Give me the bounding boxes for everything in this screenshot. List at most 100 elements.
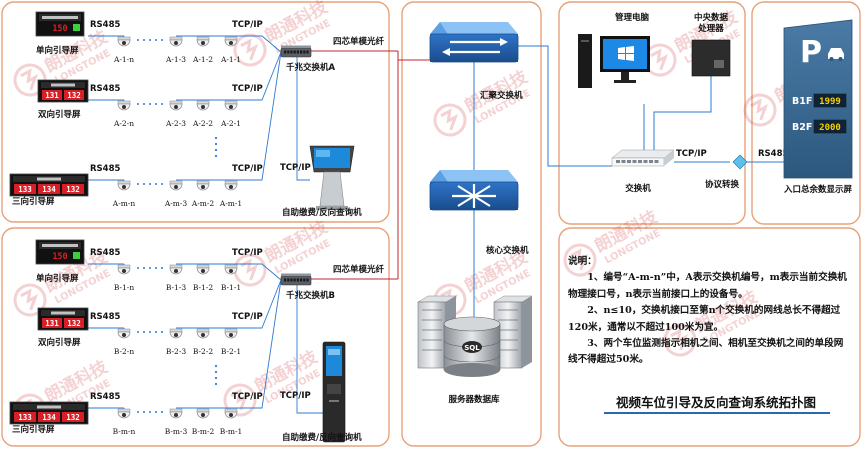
camera-label: B-1-2 [193, 283, 213, 292]
diagram-title: 视频车位引导及反向查询系统拓扑图 [615, 395, 816, 410]
notes-heading: 说明： [568, 256, 597, 267]
switch-port [284, 278, 287, 282]
watermark-mark [20, 288, 39, 311]
aggregation-switch [429, 22, 519, 63]
tcpip-link [231, 279, 282, 329]
switch-port [306, 50, 309, 54]
switch-port [293, 50, 296, 54]
core-frame [401, 1, 542, 447]
server-label: 服务器数据库 [448, 394, 500, 405]
core-switch-top [440, 170, 518, 182]
camera-lens [174, 333, 178, 337]
screen-caption [37, 405, 61, 409]
server-side [522, 296, 532, 368]
switch-port [296, 50, 299, 54]
db-bottom [444, 363, 500, 377]
dome-camera [117, 408, 131, 419]
management-frame [558, 1, 746, 225]
camera-label: B-2-2 [193, 347, 213, 356]
camera-base [196, 180, 210, 185]
camera-label: A-m-1 [219, 199, 242, 208]
screen-label: 单向引导屏 [36, 45, 79, 56]
screen-count: 132 [66, 413, 80, 422]
pc-drive [581, 40, 589, 42]
screen-caption [42, 244, 78, 247]
entrance-frame [751, 1, 861, 225]
camera-lens [201, 413, 205, 417]
camera-label: B-m-3 [165, 427, 188, 436]
windows-logo-icon [618, 46, 634, 61]
group-b-frame [1, 227, 390, 447]
watermark-mark [20, 68, 39, 91]
camera-label: B-1-1 [221, 283, 241, 292]
processor-label-2: 处理器 [697, 23, 724, 34]
kiosk-stand [319, 171, 345, 207]
camera-lens [174, 41, 178, 45]
db-sql-label: SQL [464, 344, 480, 352]
mswitch-top [611, 149, 675, 159]
core-switch-edge [430, 22, 448, 34]
rs485-label: RS485 [90, 20, 120, 30]
watermark-mark [440, 108, 459, 131]
protocol-converter [732, 154, 748, 170]
camera-label: A-m-2 [191, 199, 215, 208]
mswitch-port [643, 160, 648, 163]
chain-dot [143, 39, 145, 41]
watermark-ring [433, 103, 467, 137]
camera-base [196, 408, 210, 413]
db-badge [462, 341, 482, 353]
core-switch-label: 核心交换机 [486, 245, 529, 256]
dome-camera [117, 328, 131, 339]
dome-camera [117, 180, 131, 191]
switch-port [290, 50, 293, 54]
tcpip-link [231, 263, 282, 281]
mswitch-port [654, 160, 659, 163]
watermark-mark [670, 328, 689, 351]
camera-base [117, 100, 131, 105]
screen-digit-cell [62, 184, 84, 194]
camera-base [224, 328, 238, 333]
kiosk-link [296, 285, 323, 414]
chain-dot [161, 411, 163, 413]
screen-caption [51, 83, 75, 87]
entrance-label: 入口总余数显示屏 [783, 184, 853, 195]
chain-dot [149, 103, 151, 105]
camera-base [224, 100, 238, 105]
processor-plate [714, 60, 724, 68]
camera-label: A-1-1 [220, 55, 241, 64]
chain-dot [143, 267, 145, 269]
switch-port [293, 278, 296, 282]
camera-label: A-2-1 [220, 119, 241, 128]
rs485-label: RS485 [90, 248, 120, 258]
camera-lens [201, 105, 205, 109]
camera-label: B-m-n [113, 427, 136, 436]
rows-ellipsis-dot [214, 142, 218, 146]
camera-label: A-1-3 [165, 55, 186, 64]
core-switch-edge [430, 170, 448, 182]
camera-base [196, 264, 210, 269]
tcpip-link [231, 51, 282, 181]
dome-camera [169, 180, 183, 191]
dome-camera [196, 180, 210, 191]
camera-lens [201, 269, 205, 273]
chain-dot [155, 331, 157, 333]
dome-camera [117, 100, 131, 111]
kiosk-tile [328, 349, 340, 355]
mswitch-port [632, 160, 637, 163]
mswitch-side [664, 150, 674, 166]
camera-label: A-2-3 [165, 119, 186, 128]
notes-panel: 说明： 1、编号“A-m-n”中，A表示交换机编号，m表示当前交换机物理接口号，… [568, 254, 850, 369]
camera-base [117, 36, 131, 41]
core-switch-outline [429, 181, 519, 211]
tcpip-label: TCP/IP [232, 20, 263, 30]
screen-count: 132 [66, 185, 80, 194]
chain-dot [137, 39, 139, 41]
mswitch-port [627, 160, 631, 163]
mgmt-switch-label: 交换机 [625, 183, 651, 194]
mswitch-port [649, 160, 653, 163]
camera-base [169, 408, 183, 413]
car-icon [828, 48, 844, 61]
